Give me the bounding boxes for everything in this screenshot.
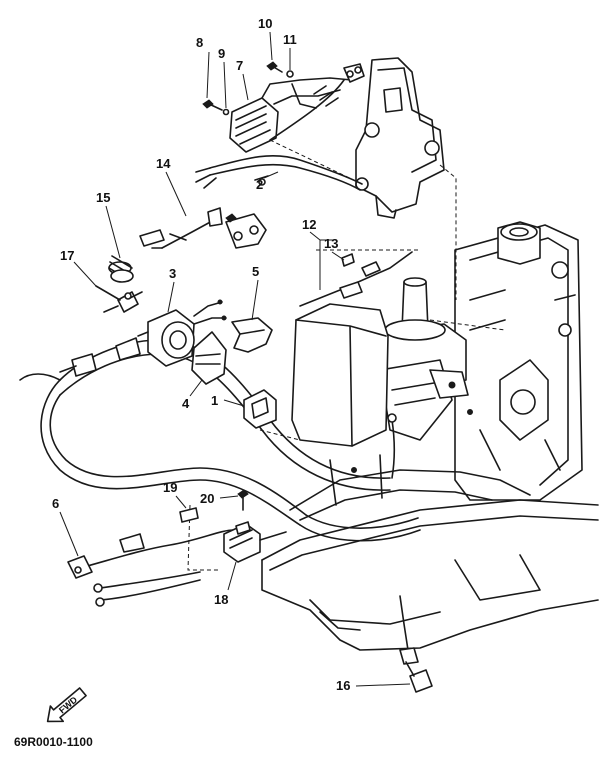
drawing-code: 69R0010-1100 bbox=[14, 735, 93, 749]
part-17-sensor-lead bbox=[95, 285, 143, 313]
mount-plate bbox=[225, 213, 267, 249]
leader-lines bbox=[59, 31, 411, 687]
callout-16: 16 bbox=[336, 678, 350, 693]
part-11-washer bbox=[286, 70, 294, 78]
misc-fasteners bbox=[351, 409, 473, 473]
bracket-connector bbox=[269, 63, 365, 141]
electrical-cover bbox=[291, 303, 389, 447]
part-19-fuse bbox=[179, 507, 199, 523]
part-1-holder bbox=[243, 389, 277, 429]
part-2-wire-harness bbox=[195, 155, 363, 191]
callout-12: 12 bbox=[302, 217, 316, 232]
part-6-battery-cable bbox=[67, 529, 235, 607]
callout-3: 3 bbox=[169, 266, 176, 281]
part-20-screw bbox=[237, 489, 249, 511]
callout-2: 2 bbox=[256, 177, 263, 192]
callout-18: 18 bbox=[214, 592, 228, 607]
callout-6: 6 bbox=[52, 496, 59, 511]
callout-20: 20 bbox=[200, 491, 214, 506]
part-9-washer bbox=[222, 108, 230, 116]
part-13-plug-cap bbox=[341, 253, 355, 267]
part-10-bolt bbox=[266, 61, 283, 73]
part-16-grommet bbox=[399, 595, 433, 693]
callout-13: 13 bbox=[324, 236, 338, 251]
callout-10: 10 bbox=[258, 16, 272, 31]
callout-14: 14 bbox=[156, 156, 171, 171]
callout-19: 19 bbox=[163, 480, 177, 495]
harness-clamp bbox=[59, 337, 141, 377]
reference-lines bbox=[187, 139, 506, 571]
part-8-bolt bbox=[202, 99, 223, 111]
callout-17: 17 bbox=[60, 248, 74, 263]
part-5-clip bbox=[231, 317, 273, 353]
part-15-coil-spring bbox=[108, 255, 134, 283]
part-12-high-tension-cord bbox=[299, 251, 413, 307]
callout-9: 9 bbox=[218, 46, 225, 61]
engine-block bbox=[454, 221, 583, 501]
part-4-rubber-boot bbox=[191, 331, 227, 385]
callout-15: 15 bbox=[96, 190, 110, 205]
callout-5: 5 bbox=[252, 264, 259, 279]
fwd-arrow-icon: FWD bbox=[46, 687, 87, 723]
part-7-rectifier bbox=[229, 77, 353, 153]
ignition-bracket bbox=[355, 57, 445, 219]
callout-labels: 1 2 3 4 5 6 7 8 9 10 11 12 13 14 15 16 1… bbox=[52, 16, 350, 693]
callout-11: 11 bbox=[283, 32, 297, 47]
bottom-cowling bbox=[261, 454, 599, 651]
main-harness bbox=[19, 339, 421, 542]
callout-8: 8 bbox=[196, 35, 203, 50]
part-3-relay bbox=[137, 299, 227, 367]
callout-4: 4 bbox=[182, 396, 190, 411]
part-18-fuse-holder bbox=[223, 521, 287, 563]
part-14-lead-wire bbox=[139, 207, 223, 249]
callout-1: 1 bbox=[211, 393, 218, 408]
callout-7: 7 bbox=[236, 58, 243, 73]
